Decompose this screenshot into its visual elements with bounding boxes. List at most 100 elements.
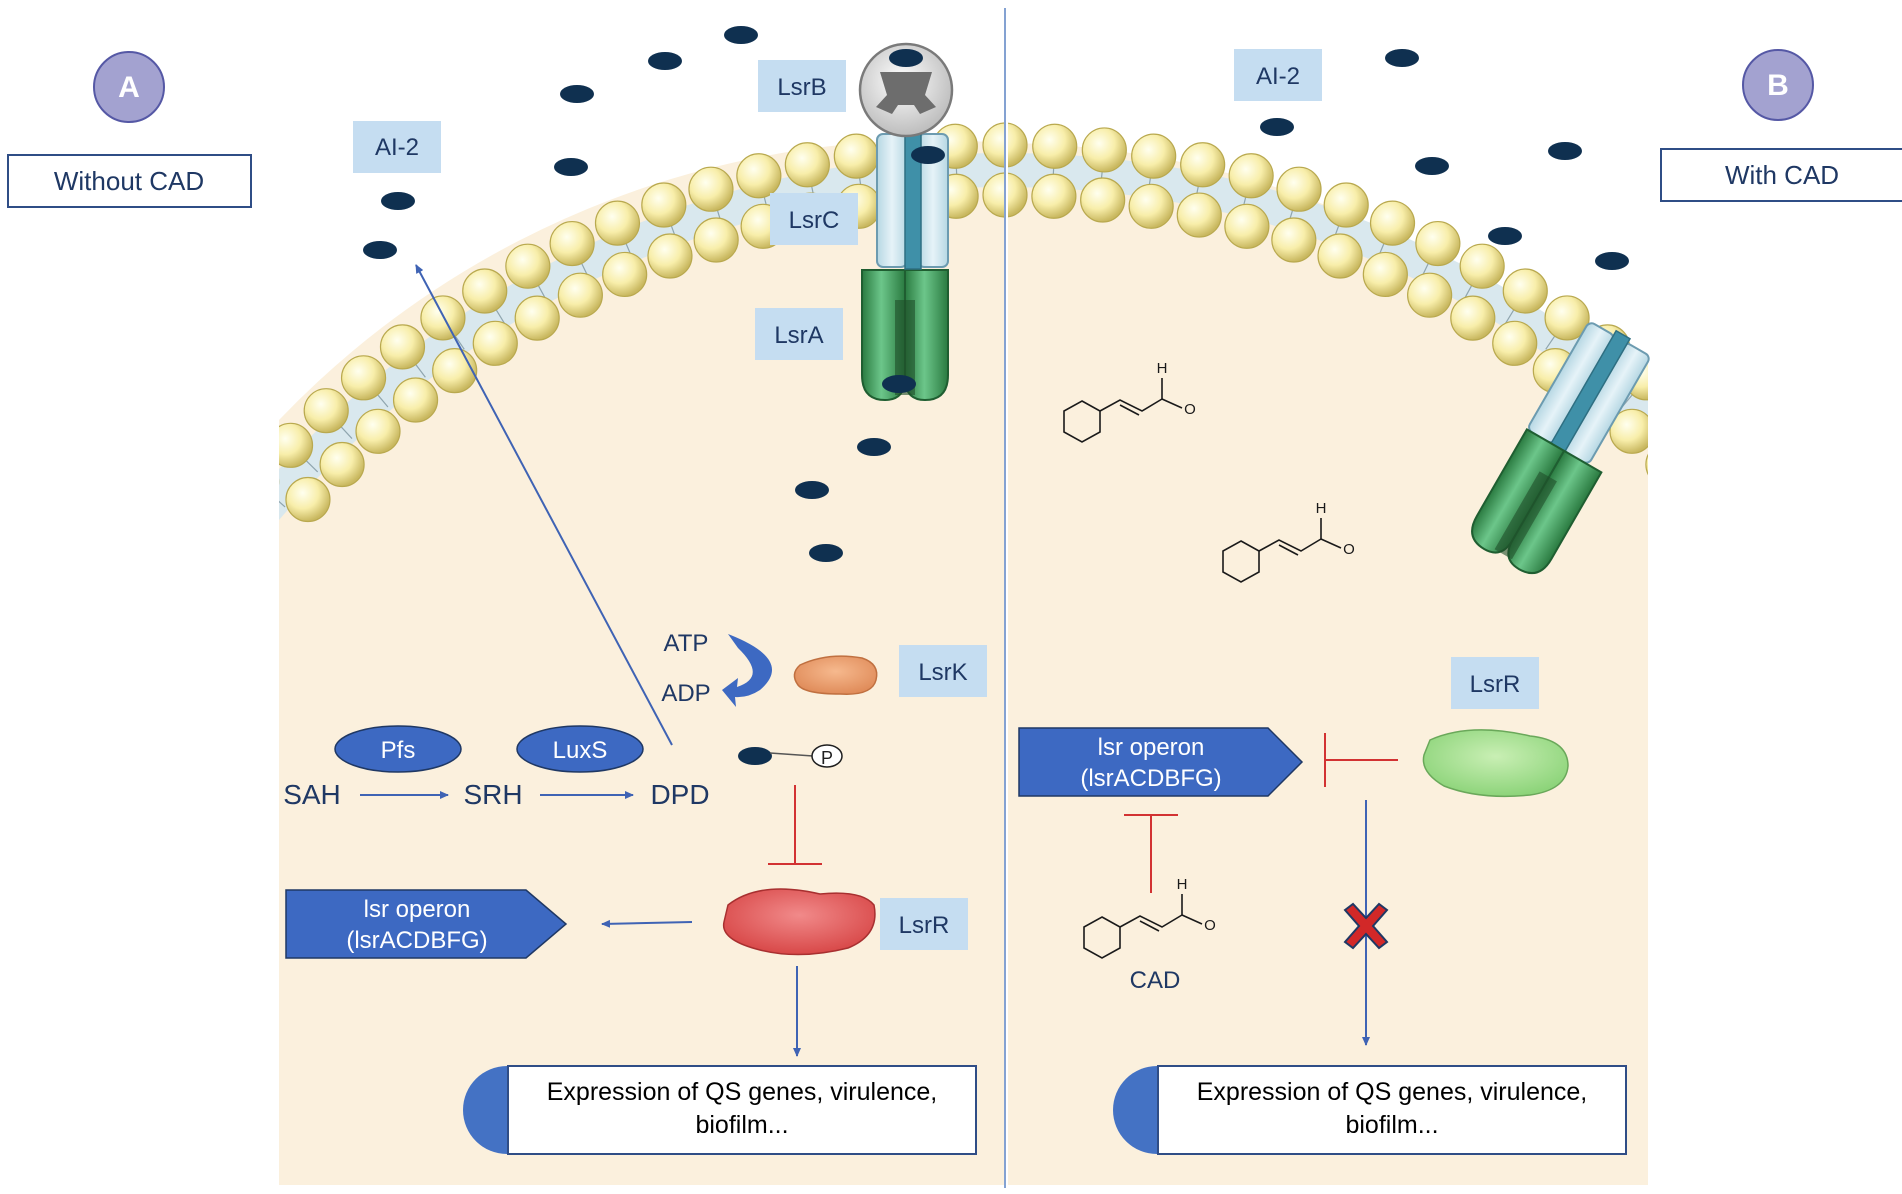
expression-tab-a bbox=[463, 1066, 508, 1154]
lipid-head bbox=[1415, 220, 1461, 267]
expression-b-line2: biofilm... bbox=[1345, 1111, 1438, 1139]
lipid-head bbox=[1031, 173, 1077, 219]
lipid-head bbox=[688, 166, 734, 212]
lipid-head bbox=[602, 251, 648, 298]
lipid-head bbox=[1224, 203, 1270, 249]
badge-a-text: A bbox=[118, 71, 140, 104]
badge-b: B bbox=[1742, 49, 1814, 121]
lipid-head bbox=[1459, 243, 1505, 289]
ai2-molecules-outside-b bbox=[1260, 49, 1629, 270]
svg-text:O: O bbox=[1184, 401, 1196, 418]
svg-text:H: H bbox=[1316, 500, 1327, 517]
lipid-head bbox=[1609, 408, 1648, 454]
luxs-label: LuxS bbox=[553, 737, 608, 764]
lipid-head bbox=[432, 348, 478, 394]
operon-b-line1: lsr operon bbox=[1098, 734, 1205, 761]
lsrk-label: LsrK bbox=[918, 659, 967, 686]
badge-a: A bbox=[93, 51, 165, 123]
lsra-protein bbox=[861, 269, 949, 402]
lipid-head bbox=[1032, 123, 1078, 169]
ai2-label-box-b bbox=[1234, 49, 1322, 101]
lipid-head bbox=[1731, 460, 1775, 504]
lipid-head bbox=[1008, 122, 1028, 168]
lipid-head bbox=[392, 377, 439, 423]
operon-a-line2: (lsrACDBFG) bbox=[346, 927, 487, 954]
lipid-tail bbox=[1692, 452, 1712, 472]
badge-b-text: B bbox=[1767, 69, 1789, 102]
lipid-head bbox=[1369, 200, 1416, 246]
lsrk-protein bbox=[793, 655, 878, 695]
lipid-head bbox=[1128, 183, 1174, 229]
lipid-head bbox=[285, 476, 331, 523]
lipid-head bbox=[693, 217, 739, 263]
lipid-head bbox=[340, 355, 387, 401]
lipid-head bbox=[982, 172, 1004, 218]
lipid-head bbox=[1008, 172, 1028, 218]
cytoplasm-b bbox=[1008, 143, 1648, 1185]
lipid-head bbox=[420, 295, 466, 341]
block-x-icon bbox=[1343, 902, 1389, 950]
lipid-head bbox=[1080, 177, 1126, 223]
ai2-molecules-inside-a bbox=[795, 438, 891, 562]
sah-label: SAH bbox=[283, 779, 341, 810]
svg-text:O: O bbox=[1204, 917, 1216, 934]
lipid-tail bbox=[1658, 418, 1677, 439]
phosphate-label: P bbox=[821, 748, 833, 768]
caption-box-b bbox=[1660, 148, 1902, 202]
cad-label: CAD bbox=[1130, 967, 1181, 994]
svg-text:H: H bbox=[1177, 876, 1188, 893]
cinnamaldehyde-1: H O bbox=[1063, 360, 1196, 443]
expression-b-line1: Expression of QS genes, virulence, bbox=[1197, 1078, 1587, 1106]
panel-a: A Without CAD AI-2 bbox=[7, 26, 1004, 1185]
lipid-head bbox=[1544, 295, 1590, 341]
lsrr-label-b: LsrR bbox=[1470, 671, 1521, 698]
expression-box-b bbox=[1157, 1065, 1627, 1155]
lipid-tail bbox=[1725, 488, 1746, 507]
lipid-head bbox=[1323, 182, 1369, 228]
lsrr-protein-b bbox=[1422, 729, 1569, 798]
lipid-head bbox=[647, 233, 693, 279]
lipid-head bbox=[303, 388, 349, 434]
lipid-head bbox=[1680, 478, 1724, 522]
lsrc-label: LsrC bbox=[789, 207, 840, 234]
lipid-head bbox=[557, 272, 603, 318]
adp-label: ADP bbox=[661, 680, 710, 707]
pfs-label: Pfs bbox=[381, 737, 416, 764]
lipid-head bbox=[1697, 423, 1741, 467]
lipid-head bbox=[1407, 272, 1453, 318]
ai2-in-lsra bbox=[882, 375, 916, 393]
cell-b bbox=[1008, 122, 1775, 1185]
lipid-head bbox=[472, 320, 518, 366]
lipid-head bbox=[594, 200, 641, 246]
cinnamaldehyde-cad: H O bbox=[1083, 876, 1216, 959]
ai2-label-a: AI-2 bbox=[375, 134, 419, 161]
lsrb-protein bbox=[858, 42, 954, 138]
lipid-head bbox=[1492, 320, 1538, 366]
lsrc-protein bbox=[876, 127, 949, 270]
lipid-head bbox=[1131, 133, 1177, 179]
pfs-enzyme bbox=[334, 725, 462, 773]
luxs-enzyme bbox=[516, 725, 644, 773]
lsr-transporter-b bbox=[1471, 322, 1650, 575]
lsr-operon-b bbox=[1018, 727, 1304, 797]
lsrr-label-a: LsrR bbox=[899, 912, 950, 939]
atp-adp-curved-arrow bbox=[722, 634, 773, 707]
lipid-tail bbox=[279, 500, 286, 508]
svg-text:O: O bbox=[1343, 541, 1355, 558]
lsrb-label: LsrB bbox=[777, 74, 826, 101]
phospho-ai2: P bbox=[738, 744, 843, 768]
lipid-head bbox=[279, 478, 280, 485]
lipid-head bbox=[1645, 453, 1648, 476]
lsra-label-box bbox=[755, 308, 843, 360]
lipid-head bbox=[1276, 166, 1322, 212]
lipid-head bbox=[279, 422, 314, 468]
lipid-head bbox=[1271, 217, 1317, 263]
ai2-molecules-outside-a bbox=[363, 26, 758, 259]
lipid-head bbox=[736, 153, 782, 199]
lsr-operon-a bbox=[285, 889, 568, 959]
lipid-head bbox=[1450, 295, 1496, 341]
lsr-transporter-a bbox=[858, 42, 954, 402]
expression-a-line1: Expression of QS genes, virulence, bbox=[547, 1078, 937, 1106]
ai2-label-box-a bbox=[353, 121, 441, 173]
